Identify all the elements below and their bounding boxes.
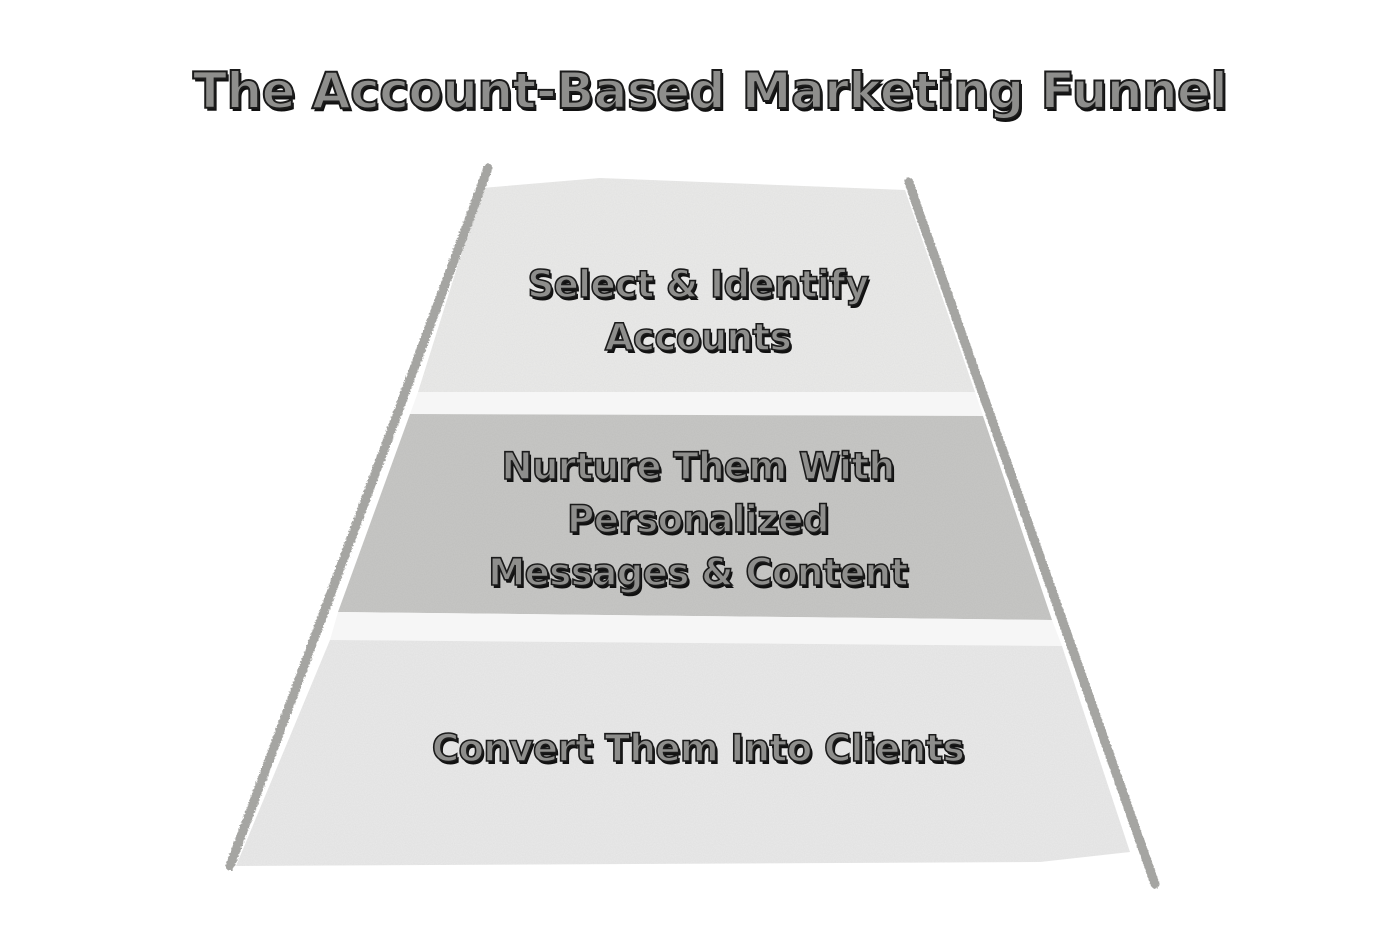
tier-2-label-line-3: Messages & Content [488,550,909,595]
tier-2-label-line-2: Personalized [566,497,830,542]
tier-3-band [236,640,1130,866]
tier-2-label-line-1: Nurture Them With [501,444,896,489]
tier-1-label-line-1: Select & Identify [527,262,870,307]
tier-1-label: Select & Identify Accounts [398,258,998,364]
tier-3-label-line-1: Convert Them Into Clients [431,726,965,771]
diagram-title: The Account-Based Marketing Funnel [192,61,1229,121]
tier-3-label: Convert Them Into Clients [348,722,1048,775]
funnel-left-border [225,163,493,871]
tier-2-band [338,414,1052,620]
tier-2-label: Nurture Them With Personalized Messages … [398,440,998,599]
tier-1-label-line-2: Accounts [604,315,792,360]
tier-gap-1 [410,392,983,416]
tier-gap-2 [330,612,1062,646]
funnel-right-border [904,177,1160,889]
tier-1-band [418,178,975,392]
